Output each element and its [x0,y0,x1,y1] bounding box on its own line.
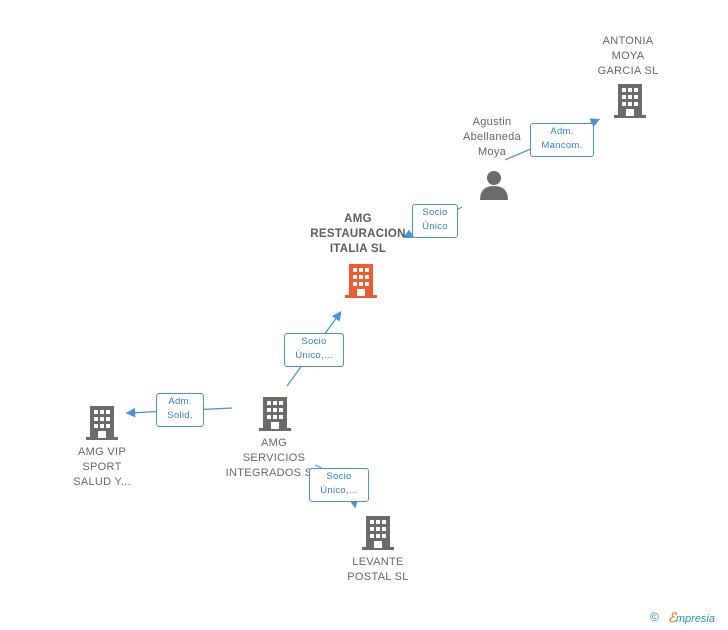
building-icon[interactable] [614,84,646,118]
building-icon-main[interactable] [345,264,377,298]
node-label-amg-restauracion: AMG RESTAURACION ITALIA SL [310,213,406,255]
edge-label-adm-mancom[interactable]: Adm. Mancom. [530,123,594,157]
person-icon[interactable] [479,170,509,200]
edge-label-socio-unico-servicios[interactable]: Socio Único,... [284,333,344,367]
node-label-amg-vip: AMG VIP SPORT SALUD Y... [73,446,131,488]
node-label-antonia: ANTONIA MOYA GARCIA SL [597,35,659,77]
building-icon[interactable] [362,516,394,550]
brand-logo-text: mpresia [675,613,715,625]
edge-label-socio-unico-levante[interactable]: Socio Único,... [309,468,369,502]
building-icon[interactable] [86,406,118,440]
node-label-agustin: Agustin Abellaneda Moya [462,116,522,158]
building-icon[interactable] [259,397,291,431]
brand-logo[interactable]: ℰmpresia [668,610,715,626]
edge-label-socio-unico[interactable]: Socio Único [412,204,458,238]
copyright-symbol: © [650,610,659,624]
node-label-levante: LEVANTE POSTAL SL [347,556,409,583]
edge-label-adm-solid[interactable]: Adm. Solid. [156,393,204,427]
brand-logo-e: ℰ [668,610,676,625]
